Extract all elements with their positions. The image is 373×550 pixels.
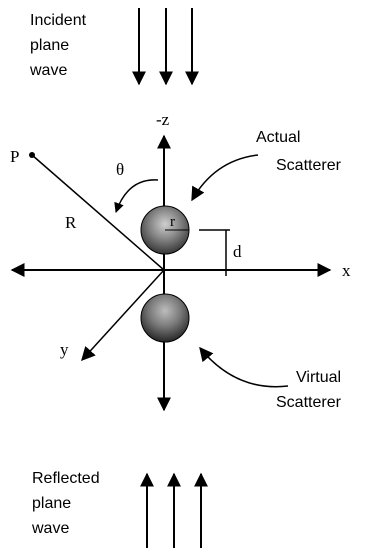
- virtual-scatterer-arrow: [199, 346, 289, 388]
- virtual-label-line-1: Virtual: [296, 369, 341, 386]
- range-label: R: [65, 213, 77, 232]
- reflected-label-line-2: plane: [32, 495, 71, 512]
- virtual-scatterer-label: Virtual Scatterer: [276, 369, 346, 411]
- y-label: y: [60, 340, 69, 359]
- virtual-scatterer-sphere: [140, 293, 190, 343]
- range-line: [31, 154, 165, 271]
- theta-arc-arrow: [114, 179, 159, 213]
- incident-label-line-1: Incident: [30, 12, 87, 29]
- incident-label-line-3: wave: [29, 62, 67, 79]
- incident-wave-arrows: [132, 8, 199, 86]
- reflected-wave-arrows: [140, 472, 208, 548]
- incident-label: Incident plane wave: [29, 12, 91, 79]
- reflected-label-line-3: wave: [31, 520, 69, 537]
- theta-label: θ: [116, 160, 124, 179]
- actual-label-line-1: Actual: [256, 129, 300, 146]
- neg-z-label: -z: [156, 110, 170, 129]
- point-p-label: P: [10, 147, 19, 166]
- incident-label-line-2: plane: [30, 37, 69, 54]
- actual-label-line-2: Scatterer: [276, 157, 342, 174]
- actual-scatterer-arrow: [191, 154, 259, 202]
- x-label: x: [342, 261, 351, 280]
- distance-label: d: [233, 242, 242, 261]
- y-axis-arrow: [81, 269, 165, 362]
- reflected-label-line-1: Reflected: [32, 470, 100, 487]
- virtual-label-line-2: Scatterer: [276, 394, 342, 411]
- distance-marker: [199, 229, 230, 276]
- reflected-label: Reflected plane wave: [31, 470, 104, 537]
- radius-label: r: [170, 214, 175, 230]
- actual-scatterer-label: Actual Scatterer: [256, 129, 342, 174]
